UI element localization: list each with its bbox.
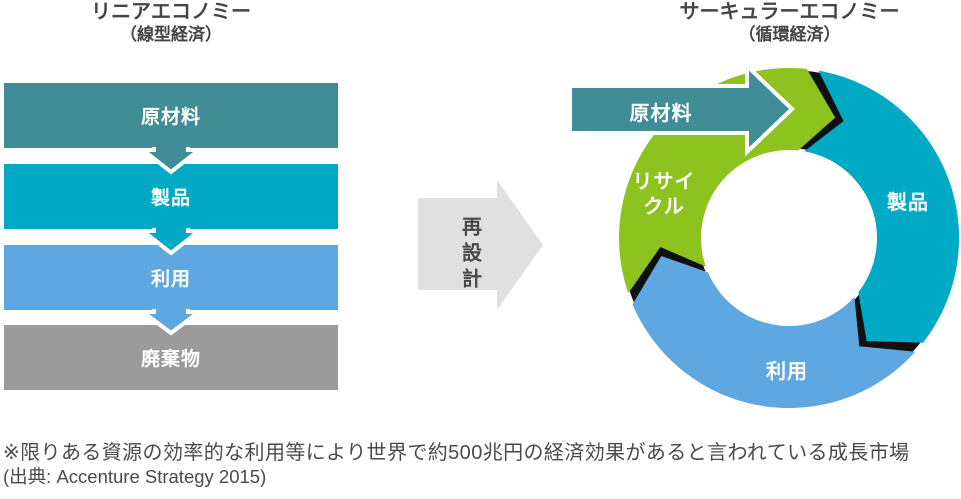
footnote-line2: (出典: Accenture Strategy 2015) — [3, 466, 267, 487]
donut-gap-ring — [621, 70, 957, 406]
linear-economy-title-sub: （線型経済） — [120, 25, 222, 44]
redesign-arrow-label: 再設計 — [458, 216, 481, 294]
circular-economy-title-main: サーキュラーエコノミー — [679, 1, 900, 23]
donut-label-products: 製品 — [887, 192, 929, 214]
circular-economy-title-sub: （循環経済） — [738, 25, 841, 44]
input-arrow-label: 原材料 — [629, 103, 693, 125]
donut-label-use: 利用 — [766, 361, 808, 383]
stage-label-waste: 廃棄物 — [140, 349, 201, 370]
segment-use — [632, 256, 916, 409]
linear-economy-title-main: リニアエコノミー — [91, 1, 251, 23]
stage-label-raw-materials: 原材料 — [140, 107, 201, 128]
donut-label-recycle: リサイクル — [632, 171, 696, 218]
footnote-line1: ※限りある資源の効率的な利用等により世界で約500兆円の経済効果があると言われて… — [3, 442, 910, 464]
stage-label-products: 製品 — [150, 188, 191, 209]
circular-economy-title: サーキュラーエコノミー （循環経済） — [599, 1, 961, 45]
stage-label-use: 利用 — [150, 269, 191, 290]
stage-box-raw-materials: 原材料 — [4, 83, 338, 148]
linear-economy-title: リニアエコノミー （線型経済） — [4, 1, 338, 45]
stage-box-use: 利用 — [4, 245, 338, 310]
stage-box-products: 製品 — [4, 164, 338, 229]
footnote: ※限りある資源の効率的な利用等により世界で約500兆円の経済効果があると言われて… — [3, 441, 958, 489]
stage-box-waste: 廃棄物 — [4, 325, 338, 390]
